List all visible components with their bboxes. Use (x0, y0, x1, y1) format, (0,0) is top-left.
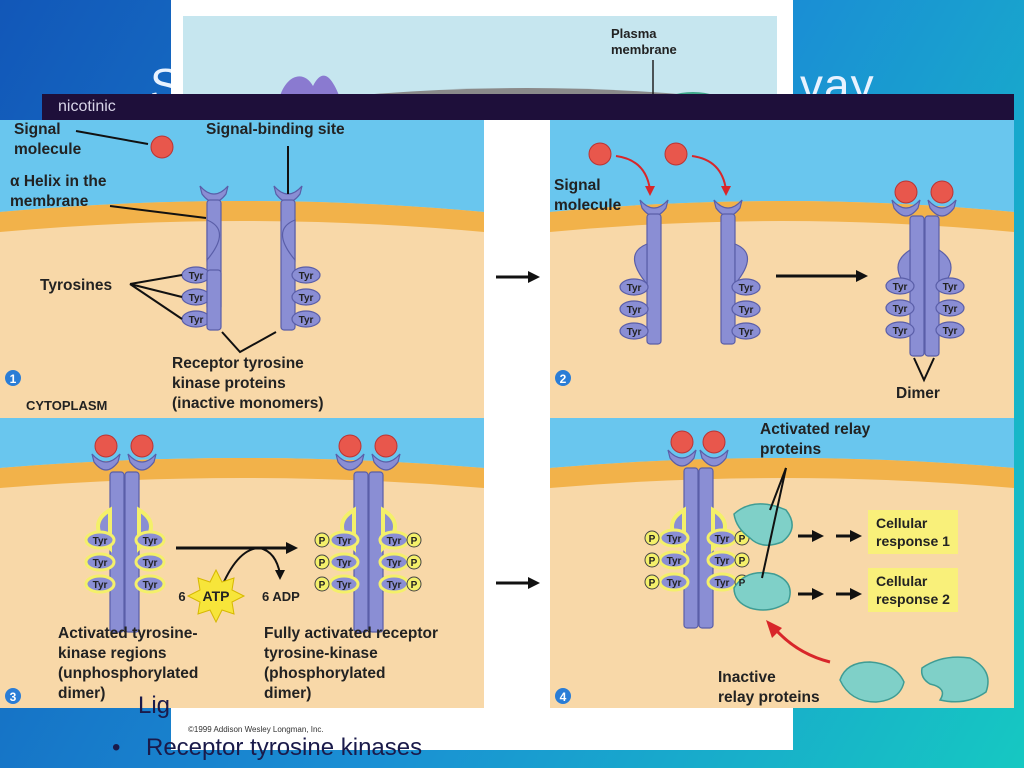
tyr-6: Tyr (299, 315, 314, 326)
tyr-14: Tyr (893, 304, 908, 315)
overlay-dark-bar: nicotinic (42, 94, 1014, 120)
p-11: P (739, 556, 746, 567)
panel-3-drawing: ATP 6 6 ADP Tyr (0, 418, 484, 708)
tyr-34: Tyr (715, 534, 730, 545)
p-9: P (649, 578, 656, 589)
p1-cytoplasm-label: CYTOPLASM (26, 398, 108, 413)
p1-tyrosines-label: Tyrosines (40, 277, 113, 294)
tyr-1: Tyr (189, 271, 204, 282)
tyr-5: Tyr (299, 293, 314, 304)
p1-alpha-helix-label: α Helix in the membrane (10, 173, 107, 210)
tyr-16: Tyr (943, 282, 958, 293)
panel-step-4: Tyr Tyr Tyr Tyr Tyr Tyr P P P P P P 4 Ac… (550, 418, 1014, 708)
tyr-33: Tyr (667, 578, 682, 589)
copyright-credit: ©1999 Addison Wesley Longman, Inc. (188, 725, 324, 734)
tyr-27: Tyr (337, 580, 352, 591)
tyr-17: Tyr (943, 304, 958, 315)
tyr-19: Tyr (93, 536, 108, 547)
p1-signal-binding-site-label: Signal-binding site (206, 121, 345, 138)
panel-2-drawing: Tyr Tyr Tyr Tyr Tyr Tyr Tyr Tyr Tyr Tyr … (550, 120, 1014, 418)
tyr-31: Tyr (667, 534, 682, 545)
p1-receptor-label: Receptor tyrosine kinase proteins (inact… (172, 355, 324, 412)
panel-step-1: Tyr Tyr Tyr Tyr Tyr Tyr 1 Signal molecul… (0, 120, 484, 418)
tyr-28: Tyr (387, 536, 402, 547)
tyr-11: Tyr (739, 305, 754, 316)
p-2: P (319, 558, 326, 569)
p1-signal-molecule-label: Signal molecule (14, 121, 82, 158)
tyr-7: Tyr (627, 283, 642, 294)
p-12: P (739, 578, 746, 589)
tyr-13: Tyr (893, 282, 908, 293)
panel-step-2: Tyr Tyr Tyr Tyr Tyr Tyr Tyr Tyr Tyr Tyr … (550, 120, 1014, 418)
arrow-1-to-2 (484, 120, 550, 418)
step-3-number: 3 (10, 690, 17, 704)
plasma-membrane-label: Plasma membrane (611, 26, 677, 57)
tyr-30: Tyr (387, 580, 402, 591)
tyr-35: Tyr (715, 556, 730, 567)
plasma-membrane-pointer (652, 60, 654, 94)
tyr-4: Tyr (299, 271, 314, 282)
tyr-23: Tyr (143, 558, 158, 569)
p-4: P (411, 536, 418, 547)
arrow-3-to-4 (484, 418, 550, 708)
adp-label: 6 ADP (262, 589, 300, 604)
tyr-18: Tyr (943, 326, 958, 337)
p-1: P (319, 536, 326, 547)
p-10: P (739, 534, 746, 545)
tyr-25: Tyr (337, 536, 352, 547)
p2-dimer-label: Dimer (896, 385, 940, 402)
p-6: P (411, 580, 418, 591)
panel-step-3: ATP 6 6 ADP Tyr (0, 418, 484, 708)
tyr-8: Tyr (627, 305, 642, 316)
panel-4-drawing: Tyr Tyr Tyr Tyr Tyr Tyr P P P P P P 4 (550, 418, 1014, 708)
tyr-20: Tyr (93, 558, 108, 569)
tyr-24: Tyr (143, 580, 158, 591)
p3-activated-regions-label: Activated tyrosine- kinase regions (unph… (58, 625, 199, 702)
panel-1-drawing: Tyr Tyr Tyr Tyr Tyr Tyr 1 (0, 120, 484, 418)
step-4-number: 4 (560, 690, 567, 704)
tyr-10: Tyr (739, 283, 754, 294)
overlay-bar-label: nicotinic (58, 98, 116, 115)
p4-inactive-relay-label: Inactive relay proteins (718, 669, 820, 706)
tyr-36: Tyr (715, 578, 730, 589)
cellular-response-1-box: Cellular response 1 (868, 510, 958, 554)
step-2-number: 2 (560, 372, 567, 386)
tyr-22: Tyr (143, 536, 158, 547)
atp-label: ATP (203, 588, 230, 604)
tyr-3: Tyr (189, 315, 204, 326)
step-1-number: 1 (10, 372, 17, 386)
p-8: P (649, 556, 656, 567)
tyr-15: Tyr (893, 326, 908, 337)
p2-signal-molecule-label: Signal molecule (554, 177, 622, 214)
tyr-29: Tyr (387, 558, 402, 569)
p-7: P (649, 534, 656, 545)
p-3: P (319, 580, 326, 591)
bullet-2-marker: • (112, 734, 121, 761)
tyr-21: Tyr (93, 580, 108, 591)
atp-count: 6 (178, 589, 185, 604)
tyr-26: Tyr (337, 558, 352, 569)
p3-fully-activated-label: Fully activated receptor tyrosine-kinase… (264, 625, 439, 702)
bullet-2-text: Receptor tyrosine kinases (146, 734, 423, 761)
tyr-32: Tyr (667, 556, 682, 567)
p4-activated-relay-label: Activated relay proteins (760, 421, 871, 458)
bullet-1-text: Lig (138, 692, 171, 719)
tyr-2: Tyr (189, 293, 204, 304)
tyr-12: Tyr (739, 327, 754, 338)
tyr-9: Tyr (627, 327, 642, 338)
p-5: P (411, 558, 418, 569)
cellular-response-2-box: Cellular response 2 (868, 568, 958, 612)
